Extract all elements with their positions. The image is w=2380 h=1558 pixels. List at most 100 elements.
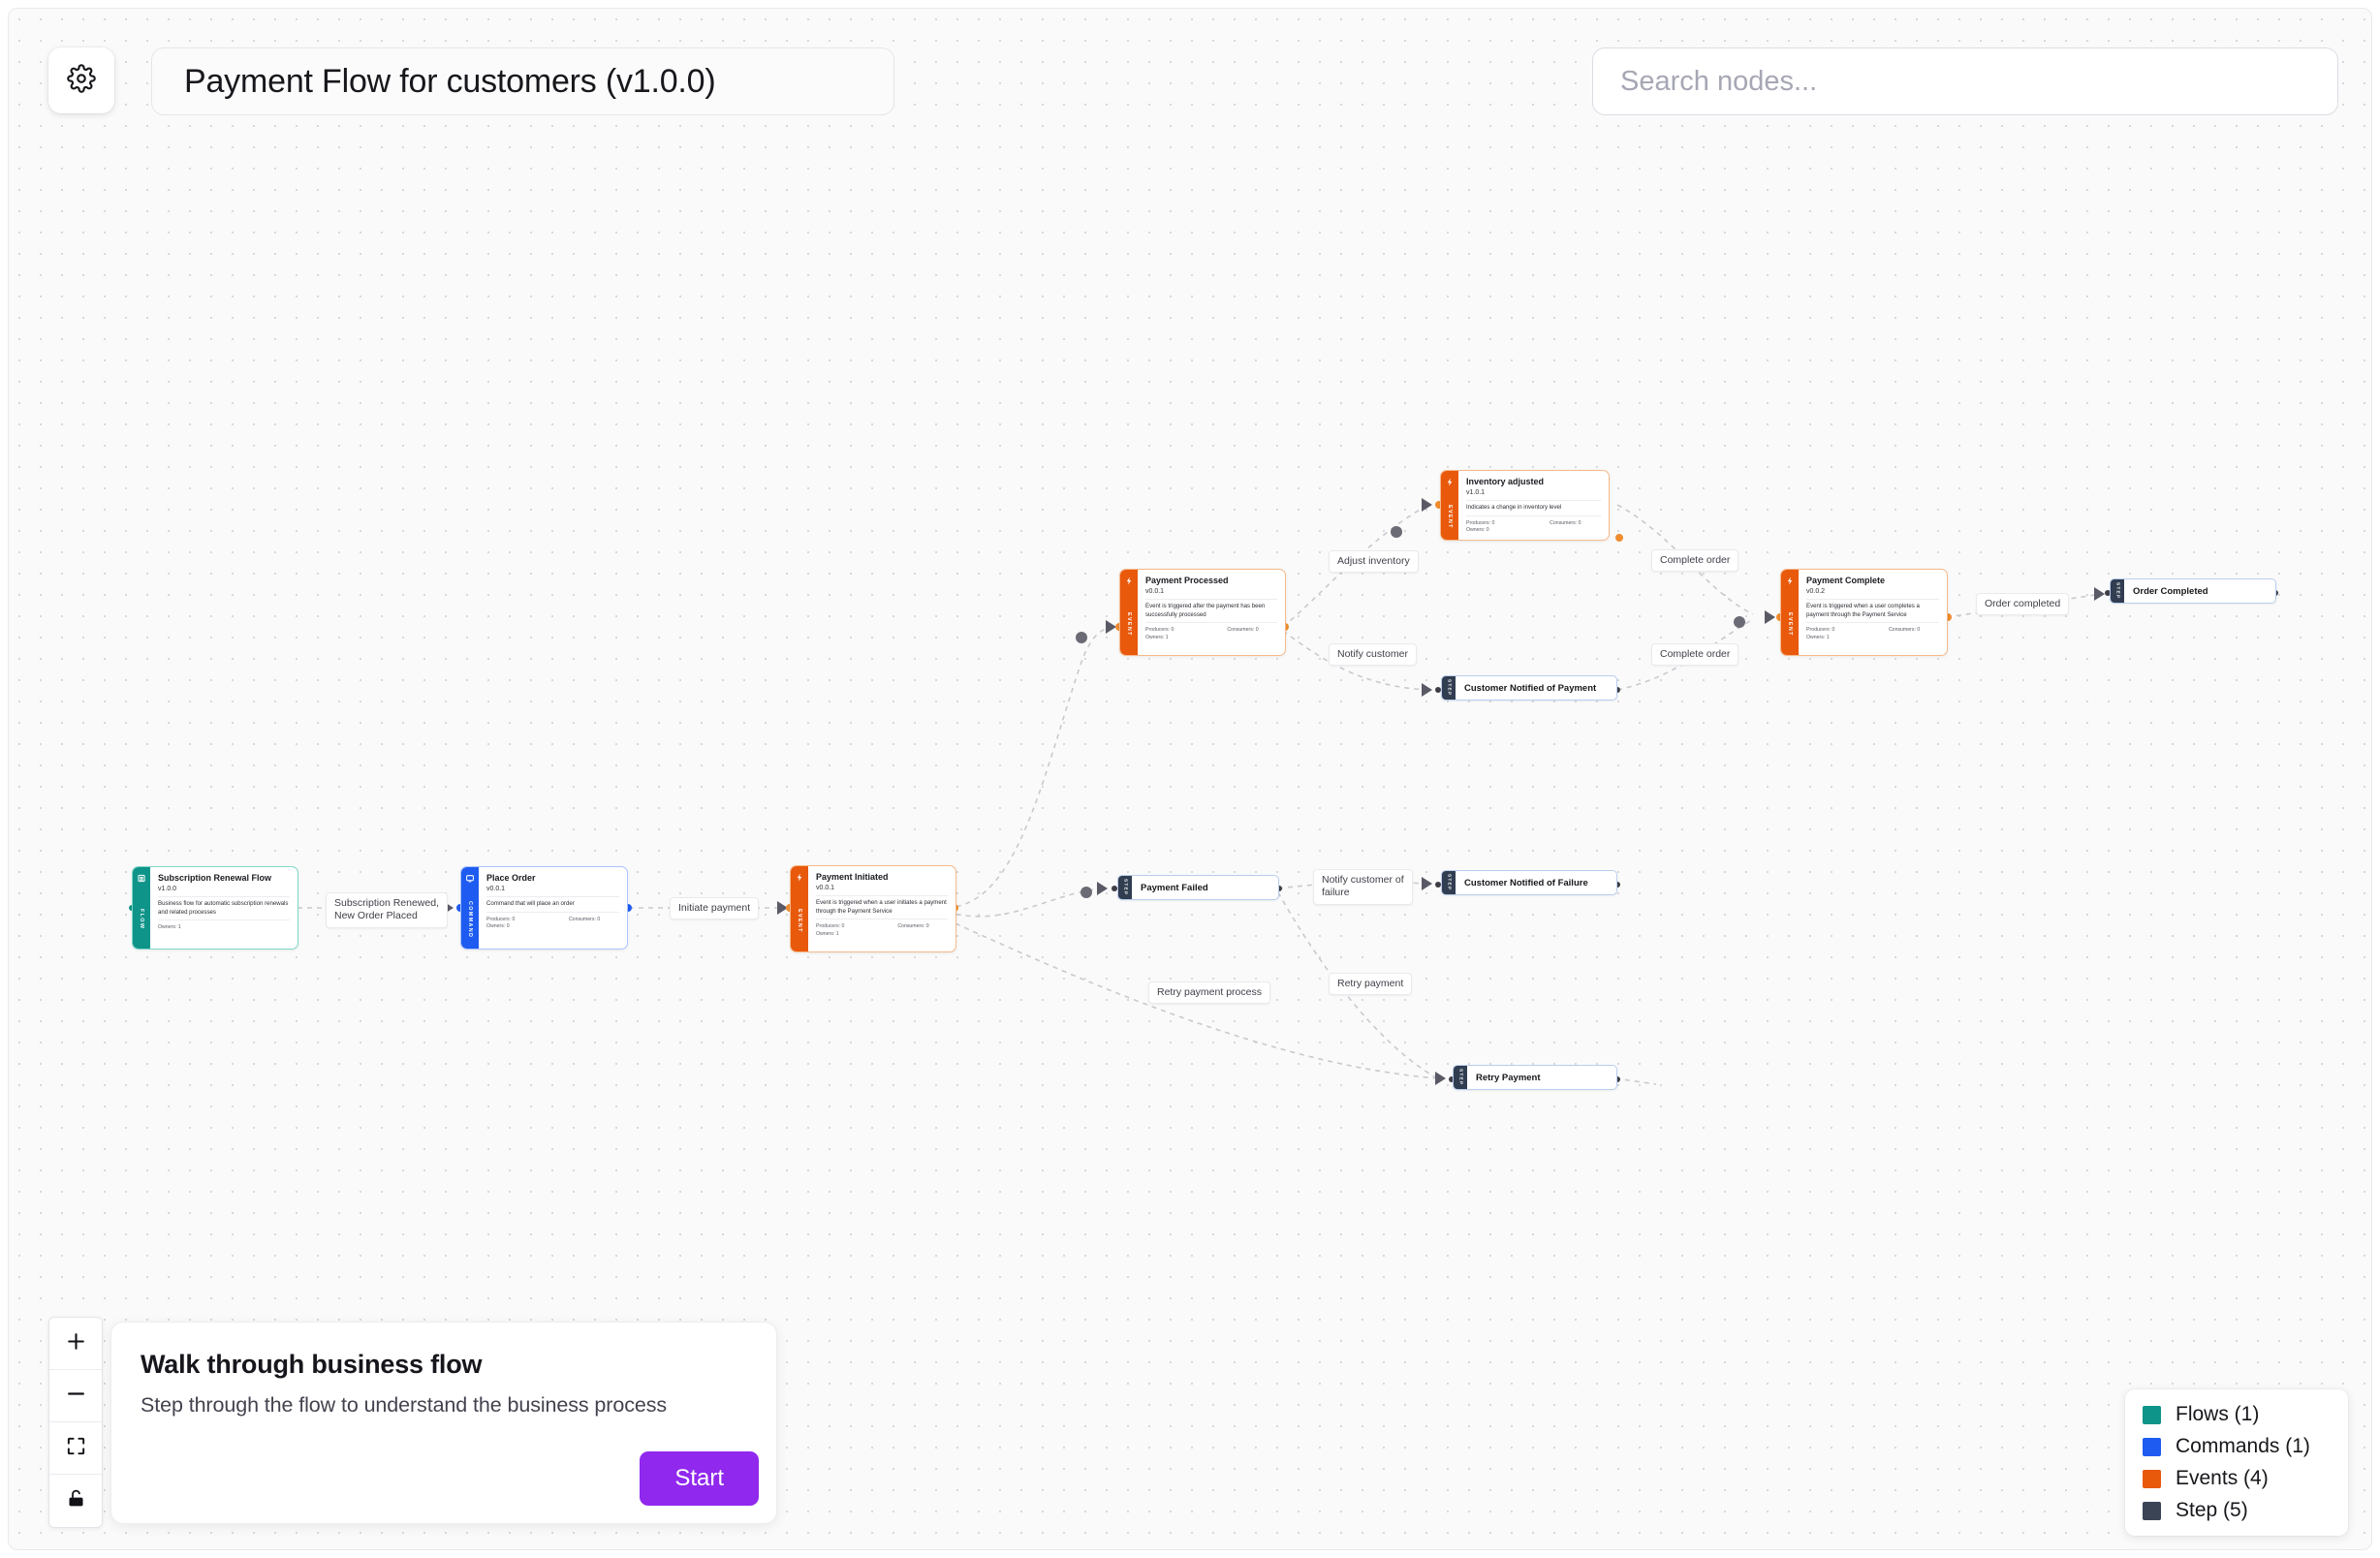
node-owners: Owners: 0: [486, 923, 510, 930]
handle-cnp-right[interactable]: [1614, 687, 1620, 693]
node-payment-failed[interactable]: STEP Payment Failed: [1117, 875, 1279, 900]
node-body: Payment Processed v0.0.1 Event is trigge…: [1138, 570, 1285, 655]
node-title: Inventory adjusted: [1466, 477, 1545, 486]
arrow-to-cust-notified-failure: [1422, 877, 1432, 890]
event-bolt-icon: [1786, 574, 1795, 589]
node-meta: Producers: 0 Consumers: 0 Owners: 1: [1145, 622, 1277, 641]
handle-cnf-right[interactable]: [1614, 882, 1620, 888]
node-description: Event is triggered when a user initiates…: [816, 894, 948, 916]
edge-label-subscription-renewed: Subscription Renewed, New Order Placed: [326, 892, 448, 928]
command-icon: [466, 871, 475, 887]
lock-button[interactable]: [49, 1475, 102, 1527]
node-consumers: Consumers: 0: [1227, 626, 1259, 633]
node-title: Payment Processed: [1145, 576, 1229, 585]
handle-cnf-left[interactable]: [1435, 882, 1441, 888]
event-bolt-icon: [796, 870, 804, 886]
node-payment-processed[interactable]: EVENT Payment Processed v0.0.1 Event is …: [1119, 569, 1286, 656]
zoom-out-button[interactable]: [49, 1370, 102, 1422]
legend-swatch-commands: [2143, 1437, 2161, 1456]
node-order-completed[interactable]: STEP Order Completed: [2110, 578, 2276, 604]
event-bolt-icon: [1446, 475, 1455, 490]
node-subscription-renewal-flow[interactable]: FLOW Subscription Renewal Flow v1.0.0 Bu…: [132, 866, 298, 950]
walkthrough-panel: Walk through business flow Step through …: [110, 1322, 777, 1524]
node-rail-label: EVENT: [1447, 505, 1453, 529]
node-body: Payment Complete v0.0.2 Event is trigger…: [1799, 570, 1947, 655]
node-inventory-adjusted[interactable]: EVENT Inventory adjusted v1.0.1 Indicate…: [1440, 470, 1610, 541]
fit-view-icon: [65, 1435, 87, 1462]
walkthrough-subtitle: Step through the flow to understand the …: [141, 1393, 667, 1417]
node-payment-initiated[interactable]: EVENT Payment Initiated v0.0.1 Event is …: [790, 865, 956, 952]
node-version: v0.0.1: [486, 886, 506, 893]
edge-label-complete-order-bottom: Complete order: [1651, 643, 1739, 667]
node-rail-label: STEP: [1122, 879, 1128, 896]
settings-button[interactable]: [48, 47, 114, 113]
node-description: Business flow for automatic subscription…: [158, 895, 290, 917]
node-rail-label: EVENT: [1787, 611, 1793, 637]
handle-oc-left[interactable]: [2105, 590, 2111, 596]
node-retry-payment[interactable]: STEP Retry Payment: [1453, 1065, 1617, 1090]
node-meta: Producers: 0 Consumers: 0 Owners: 0: [486, 912, 619, 931]
zoom-in-button[interactable]: [49, 1318, 102, 1370]
handle-ia-right[interactable]: [1615, 534, 1623, 542]
legend-label: Step (5): [2176, 1499, 2248, 1521]
node-rail-event: EVENT: [1120, 570, 1138, 655]
node-consumers: Consumers: 0: [1550, 519, 1581, 526]
node-title: Subscription Renewal Flow: [158, 873, 272, 883]
node-customer-notified-of-payment[interactable]: STEP Customer Notified of Payment: [1441, 675, 1617, 701]
node-rail-event: EVENT: [791, 866, 808, 951]
edge-label-complete-order-top: Complete order: [1651, 549, 1739, 573]
node-customer-notified-of-failure[interactable]: STEP Customer Notified of Failure: [1441, 870, 1617, 895]
node-version: v1.0.1: [1466, 489, 1486, 497]
search-input[interactable]: [1592, 47, 2338, 115]
legend-label: Commands (1): [2176, 1435, 2310, 1457]
arrow-to-order-completed: [2094, 587, 2105, 601]
edge-layer: [288, 504, 2103, 1085]
arrow-to-inventory-adjusted: [1422, 498, 1432, 512]
handle-rp-right[interactable]: [1614, 1076, 1620, 1082]
handle-command-right[interactable]: [624, 904, 632, 912]
node-producers: Producers: 0: [1806, 626, 1835, 633]
handle-ia-left[interactable]: [1435, 501, 1443, 509]
node-description: Event is triggered when a user completes…: [1806, 598, 1939, 619]
node-title: Payment Failed: [1141, 882, 1208, 893]
gear-icon: [67, 63, 96, 98]
handle-pc-right[interactable]: [1944, 613, 1952, 621]
node-owners: Owners: 1: [1145, 634, 1169, 640]
flow-canvas[interactable]: FLOW Subscription Renewal Flow v1.0.0 Bu…: [8, 8, 2372, 1550]
legend-item-events: Events (4): [2143, 1467, 2331, 1490]
zoom-controls[interactable]: [48, 1317, 103, 1528]
legend-label: Events (4): [2176, 1467, 2269, 1489]
edge-label-initiate-payment: Initiate payment: [670, 897, 760, 920]
node-owners: Owners: 1: [158, 923, 181, 930]
node-payment-complete[interactable]: EVENT Payment Complete v0.0.2 Event is t…: [1780, 569, 1948, 656]
page-title: Payment Flow for customers (v1.0.0): [151, 47, 894, 115]
flow-icon: [138, 871, 146, 887]
arrow-to-payment-complete: [1765, 610, 1775, 624]
node-place-order[interactable]: COMMAND Place Order v0.0.1 Command that …: [460, 866, 628, 950]
node-meta: Producers: 0 Consumers: 0 Owners: 1: [816, 919, 948, 938]
node-title: Customer Notified of Payment: [1464, 682, 1597, 694]
legend-item-flows: Flows (1): [2143, 1403, 2331, 1426]
node-version: v1.0.0: [158, 886, 177, 893]
node-title: Payment Initiated: [816, 872, 889, 882]
edge-label-notify-customer-failure: Notify customer of failure: [1313, 869, 1413, 905]
start-button[interactable]: Start: [640, 1451, 759, 1506]
legend-swatch-flows: [2143, 1405, 2161, 1424]
arrow-to-payment-initiated: [777, 901, 788, 915]
handle-rp-left[interactable]: [1449, 1076, 1455, 1082]
node-rail-step: STEP: [1454, 1066, 1467, 1089]
node-rail-label: STEP: [1446, 874, 1452, 891]
handle-pf-left[interactable]: [1112, 886, 1117, 891]
node-title: Place Order: [486, 873, 536, 883]
edge-label-notify-customer: Notify customer: [1329, 643, 1417, 667]
legend-swatch-events: [2143, 1469, 2161, 1488]
fit-view-button[interactable]: [49, 1422, 102, 1475]
node-rail-step: STEP: [1118, 876, 1132, 899]
minus-icon: [64, 1382, 88, 1411]
handle-pf-right[interactable]: [1276, 886, 1282, 891]
node-body: Inventory adjusted v1.0.1 Indicates a ch…: [1458, 471, 1609, 540]
node-producers: Producers: 0: [816, 922, 845, 929]
node-rail-label: STEP: [1457, 1069, 1463, 1086]
node-meta: Producers: 0 Consumers: 0 Owners: 1: [1806, 622, 1939, 641]
handle-cnp-left[interactable]: [1435, 687, 1441, 693]
